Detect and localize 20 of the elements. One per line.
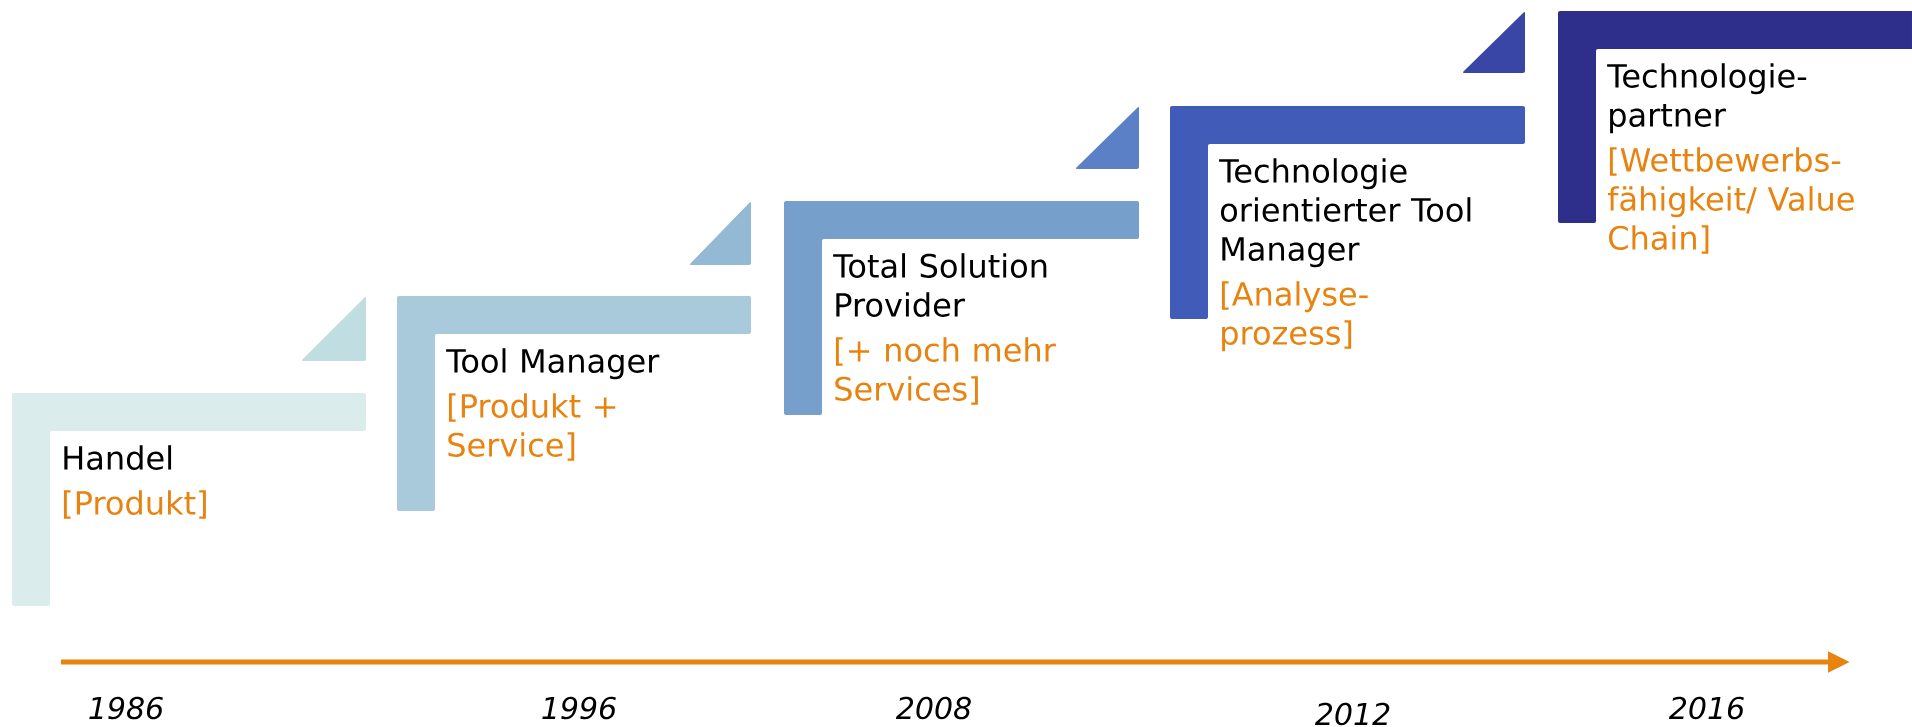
- step-box: [1558, 11, 1912, 254]
- step-subtitle: [Wettbewerbs-fähigkeit/ Value Chain]: [1607, 147, 1854, 254]
- step-heading: Technologie-partner: [1607, 63, 1807, 134]
- year-label: 1996: [542, 696, 616, 720]
- year-label: 2016: [1668, 696, 1744, 720]
- step-box: [1170, 106, 1525, 352]
- step-subtitle: [Analyse-prozess]: [1221, 281, 1368, 352]
- step-heading: Handel: [64, 445, 172, 470]
- step-subtitle: [+ noch mehr Services]: [835, 337, 1056, 405]
- step-heading: Technologie orientierter Tool Manager: [1219, 158, 1471, 268]
- step-box: [397, 296, 751, 511]
- step-box: [784, 201, 1139, 415]
- step-heading: Total Solution Provider: [833, 253, 1047, 317]
- year-label: 2012: [1314, 702, 1390, 726]
- step-heading: Tool Manager: [446, 348, 660, 380]
- step-box: [12, 393, 366, 606]
- year-label: 2008: [895, 696, 971, 720]
- step-subtitle: [Produkt]: [63, 490, 206, 519]
- step-subtitle: [Produkt + Service]: [448, 393, 616, 461]
- year-label: 1986: [89, 696, 163, 720]
